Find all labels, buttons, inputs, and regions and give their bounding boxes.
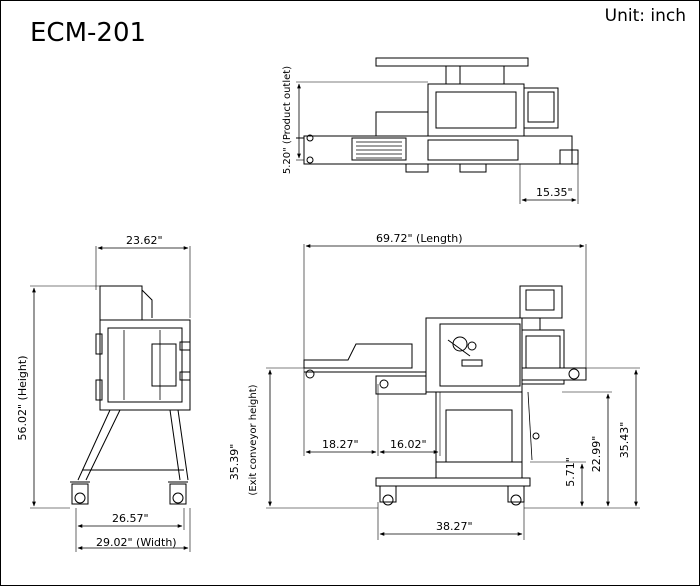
dim-mid-span: 16.02" (390, 438, 427, 451)
dim-side-width: 23.62" (126, 234, 163, 247)
dim-base-width: 26.57" (112, 512, 149, 525)
dim-length: 69.72" (Length) (376, 232, 463, 245)
dim-base-length: 38.27" (436, 520, 473, 533)
dim-right-height: 35.43" (618, 422, 631, 459)
side-view (30, 246, 191, 552)
dim-product-outlet: 5.20" (Product outlet) (282, 66, 293, 174)
dim-mid-height: 22.99" (590, 436, 603, 473)
dim-top-right: 15.35" (536, 186, 573, 199)
dim-width: 29.02" (Width) (96, 536, 177, 549)
front-view (266, 244, 640, 540)
dim-exit-conveyor-note: (Exit conveyor height) (248, 384, 259, 495)
dim-left-span: 18.27" (322, 438, 359, 451)
top-view (296, 57, 579, 204)
model-title: ECM-201 (30, 18, 147, 48)
unit-label: Unit: inch (604, 6, 686, 26)
dim-exit-conveyor: 35.39" (228, 444, 241, 481)
dim-small-height: 5.71" (564, 457, 577, 487)
dim-height: 56.02" (Height) (16, 356, 29, 441)
